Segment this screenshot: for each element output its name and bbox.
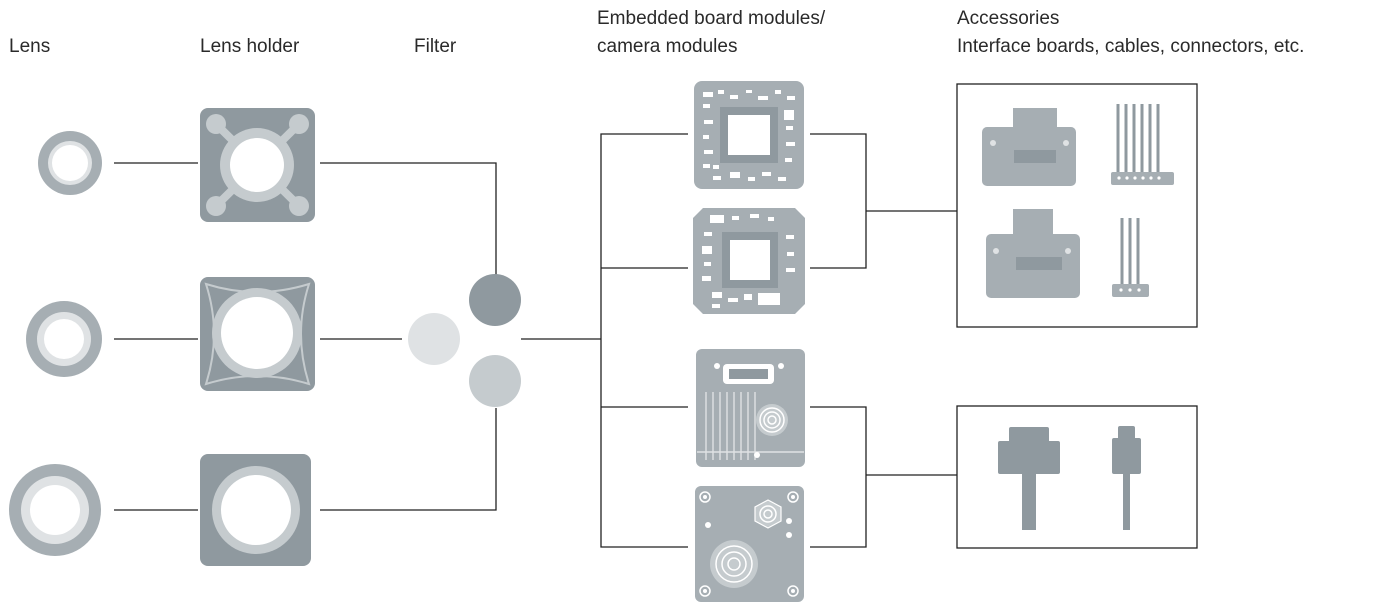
accessories-column-title-line1: Accessories — [957, 8, 1060, 29]
d-sub-connector-1 — [982, 108, 1076, 186]
connector-lines — [114, 133, 957, 548]
lens-holder-3 — [200, 454, 311, 566]
holder3-to-filter-line — [320, 408, 497, 511]
modules-bracket-line — [600, 133, 688, 548]
filter-medium — [469, 355, 521, 407]
camera-module-2 — [695, 486, 804, 602]
accessories-column-title-line2: Interface boards, cables, connectors, et… — [957, 36, 1305, 57]
pin-header-6 — [1111, 104, 1174, 185]
modules-column-title-line2: camera modules — [597, 36, 738, 57]
modules-column-title-line1: Embedded board modules/ — [597, 8, 826, 29]
filter-column-title: Filter — [414, 36, 457, 57]
cable-connector-large — [998, 427, 1060, 530]
boards-to-accessories-line — [810, 133, 867, 269]
accessories-box-1 — [956, 83, 1198, 328]
lens-holder-1 — [200, 108, 315, 222]
lens-holder-column-title: Lens holder — [200, 36, 300, 57]
cameras-to-accessories-line — [810, 406, 867, 548]
lens-2 — [26, 301, 102, 377]
filter-dark — [469, 274, 521, 326]
accessories-box-2 — [956, 405, 1198, 549]
lens-holder-2 — [200, 277, 315, 391]
camera-module-1 — [696, 349, 805, 467]
holder1-to-filter-line — [320, 162, 497, 275]
pin-header-4 — [1112, 218, 1149, 297]
lens-column-title: Lens — [9, 36, 51, 57]
d-sub-connector-2 — [986, 209, 1080, 298]
filter-clear — [408, 313, 460, 365]
embedded-board-1 — [694, 81, 804, 189]
lens-3 — [9, 464, 101, 556]
lens-1 — [38, 131, 102, 195]
embedded-board-2 — [693, 208, 805, 314]
cable-connector-small — [1112, 426, 1141, 530]
